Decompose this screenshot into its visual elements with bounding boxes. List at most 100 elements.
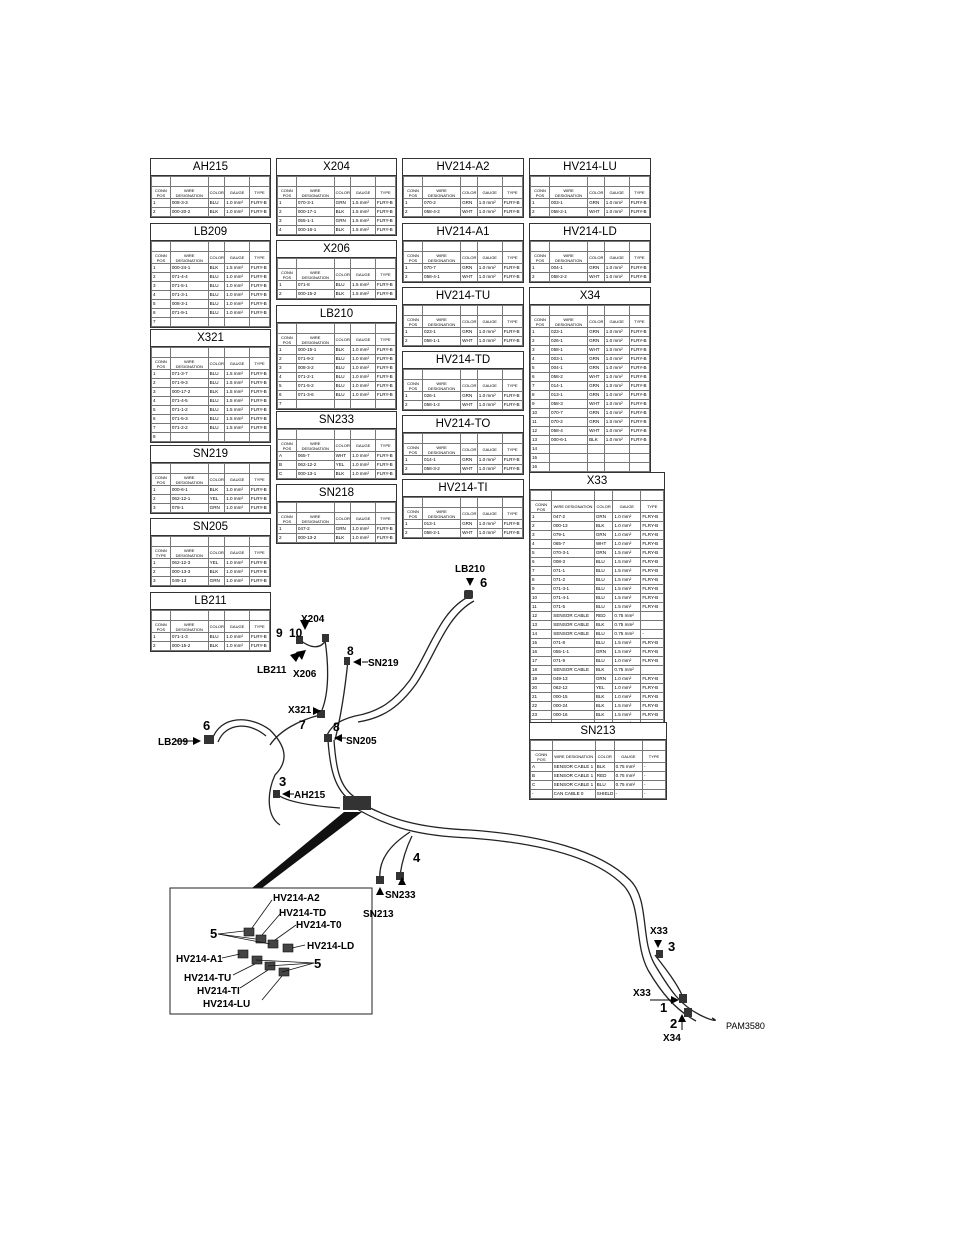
cell-designation	[549, 462, 589, 472]
table-title: LB210	[277, 306, 396, 323]
header-type: TYPE	[501, 379, 524, 392]
cell-type: FLRY-B	[628, 207, 651, 217]
cell-type: FLRY-B	[501, 464, 524, 474]
table-title: HV214-TD	[403, 352, 523, 369]
cell-type: FLRY-B	[501, 400, 524, 410]
label-x204: X204	[301, 614, 325, 625]
cell-designation: 058-4-1	[422, 272, 462, 282]
inset-label-ld: HV214-LD	[307, 941, 354, 952]
cell-type: FLRY-B	[501, 207, 524, 217]
table-title: SN233	[277, 412, 396, 429]
ah215-cable	[277, 794, 341, 809]
cell-designation: 000-16-1	[295, 225, 335, 235]
arrow-x204	[300, 620, 310, 630]
header-type: TYPE	[374, 439, 397, 452]
label-lb209: LB209	[158, 737, 188, 748]
main-trunk-cable	[354, 799, 716, 1022]
cell-designation: 000-15-2	[295, 289, 335, 299]
header-wire-designation: WIRE DESIGNATION	[169, 546, 209, 559]
inset-label-a1: HV214-A1	[176, 954, 223, 965]
table-title: SN218	[277, 485, 396, 502]
cell-designation: 000-13-1	[295, 469, 335, 479]
label-x321: X321	[288, 705, 312, 716]
cell-type	[248, 432, 271, 442]
label-x321-num: 7	[299, 718, 306, 732]
header-conn-pos: CONN POS	[277, 512, 297, 525]
main-trunk-cable-outline	[351, 805, 697, 1022]
label-sn233: SN233	[385, 890, 416, 901]
connector-x206	[296, 636, 303, 644]
cell-type: FLRY-B	[501, 336, 524, 346]
sn233-cable	[399, 835, 413, 876]
table-title: SN213	[530, 723, 666, 740]
arrow-sn219	[353, 658, 361, 666]
branch-lb209-cable	[211, 719, 285, 826]
label-num-2: 2	[670, 1016, 677, 1031]
cell-type: FLRY-B	[248, 576, 271, 586]
branch-x321-cable	[269, 714, 321, 746]
cell-designation: 058-4-2	[422, 207, 462, 217]
connector-sn219	[344, 657, 350, 665]
table-title: HV214-A1	[403, 224, 523, 241]
label-sn219-num: 8	[347, 644, 354, 658]
cell-designation: 000-20-2	[169, 207, 209, 217]
cell-type	[628, 462, 651, 472]
table-title: HV214-TU	[403, 288, 523, 305]
inset-label-ti: HV214-TI	[197, 986, 240, 997]
cell-designation: 078-1	[169, 503, 209, 513]
inset-label-tu: HV214-TU	[184, 973, 231, 984]
arrow-ah215	[282, 790, 290, 798]
table-title: AH215	[151, 159, 270, 176]
cell-designation: 000-13-2	[295, 533, 335, 543]
header-wire-designation: WIRE DESIGNATION	[549, 186, 589, 199]
connector-x204	[322, 634, 329, 642]
arrow-lb210	[466, 578, 474, 586]
inset-label-5b: 5	[314, 956, 321, 971]
figure-id: PAM3580	[726, 1021, 765, 1031]
arrow-sn233	[398, 877, 406, 885]
cell-type: FLRY-B	[374, 533, 397, 543]
cell-type: FLRY-B	[248, 207, 271, 217]
table-title: SN219	[151, 446, 270, 463]
cell-type: FLRY-B	[374, 289, 397, 299]
cell-designation: 058-1-2	[422, 400, 462, 410]
connector-x33-bottom	[679, 994, 687, 1003]
cell-designation: 058-3-2	[422, 464, 462, 474]
cell-type: FLRY-B	[501, 528, 524, 538]
